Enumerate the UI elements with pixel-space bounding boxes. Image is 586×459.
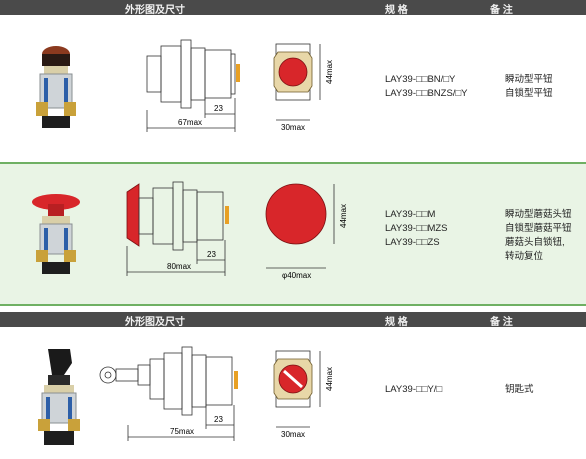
note-item: 转动复位 bbox=[505, 251, 544, 262]
dim-height-2: 44max bbox=[339, 204, 348, 228]
table-header-top: 外形图及尺寸 规 格 备 注 bbox=[0, 0, 586, 16]
dim-front-3: 30max bbox=[281, 430, 305, 439]
dim-width-2: 80max bbox=[167, 262, 191, 271]
dim-height-3: 44max bbox=[325, 367, 334, 391]
model-item: LAY39-□□BN/□Y bbox=[385, 74, 456, 85]
note-item: 蘑菇头自锁钮, bbox=[505, 237, 565, 248]
dim-width-3: 75max bbox=[170, 427, 194, 436]
side-view-drawing-2: 23 80max bbox=[126, 181, 229, 276]
dim-front-1: 30max bbox=[281, 123, 305, 132]
note-list-1: 瞬动型平钮 自锁型平钮 bbox=[505, 73, 553, 101]
header-shape-label: 外形图及尺寸 bbox=[125, 5, 185, 16]
model-item: LAY39-□□MZS bbox=[385, 223, 448, 234]
front-view-drawing-1: 30max 44max bbox=[273, 43, 334, 132]
product-photo-key bbox=[38, 349, 80, 445]
header-spec-label: 规 格 bbox=[385, 5, 408, 16]
note-item: 瞬动型平钮 bbox=[505, 74, 553, 85]
note-list-2: 瞬动型蘑菇头钮 自锁型蘑菇平钮 蘑菇头自锁钮, 转动复位 bbox=[505, 208, 572, 264]
front-view-drawing-3: 30max 44max bbox=[273, 350, 334, 439]
dim-inner-1: 23 bbox=[214, 104, 223, 113]
header-spec-label: 规 格 bbox=[385, 317, 408, 328]
header-remark-label: 备 注 bbox=[490, 5, 513, 16]
product-photo-mushroom bbox=[32, 194, 80, 274]
table-header-bottom: 外形图及尺寸 规 格 备 注 bbox=[0, 312, 586, 328]
note-item: 钥匙式 bbox=[505, 384, 534, 395]
side-view-drawing-1: 23 67max bbox=[146, 39, 240, 132]
header-shape-label: 外形图及尺寸 bbox=[125, 317, 185, 328]
front-view-drawing-2: φ40max 44max bbox=[265, 183, 348, 280]
note-item: 自锁型平钮 bbox=[505, 88, 553, 99]
model-item: LAY39-□□BNZS/□Y bbox=[385, 88, 468, 99]
note-list-3: 钥匙式 bbox=[505, 383, 534, 397]
model-list-3: LAY39-□□Y/□ bbox=[385, 383, 442, 397]
dim-inner-3: 23 bbox=[214, 415, 223, 424]
product-photo-flat bbox=[36, 46, 76, 128]
dim-width-1: 67max bbox=[178, 118, 202, 127]
note-item: 瞬动型蘑菇头钮 bbox=[505, 209, 572, 220]
dim-inner-2: 23 bbox=[207, 250, 216, 259]
model-list-2: LAY39-□□M LAY39-□□MZS LAY39-□□ZS bbox=[385, 208, 448, 250]
model-item: LAY39-□□M bbox=[385, 209, 436, 220]
dim-height-1: 44max bbox=[325, 60, 334, 84]
header-remark-label: 备 注 bbox=[490, 317, 513, 328]
side-view-drawing-3: 23 75max bbox=[99, 346, 238, 441]
note-item: 自锁型蘑菇平钮 bbox=[505, 223, 572, 234]
dim-front-2: φ40max bbox=[282, 271, 311, 280]
model-list-1: LAY39-□□BN/□Y LAY39-□□BNZS/□Y bbox=[385, 73, 468, 101]
model-item: LAY39-□□Y/□ bbox=[385, 384, 443, 395]
model-item: LAY39-□□ZS bbox=[385, 237, 440, 248]
